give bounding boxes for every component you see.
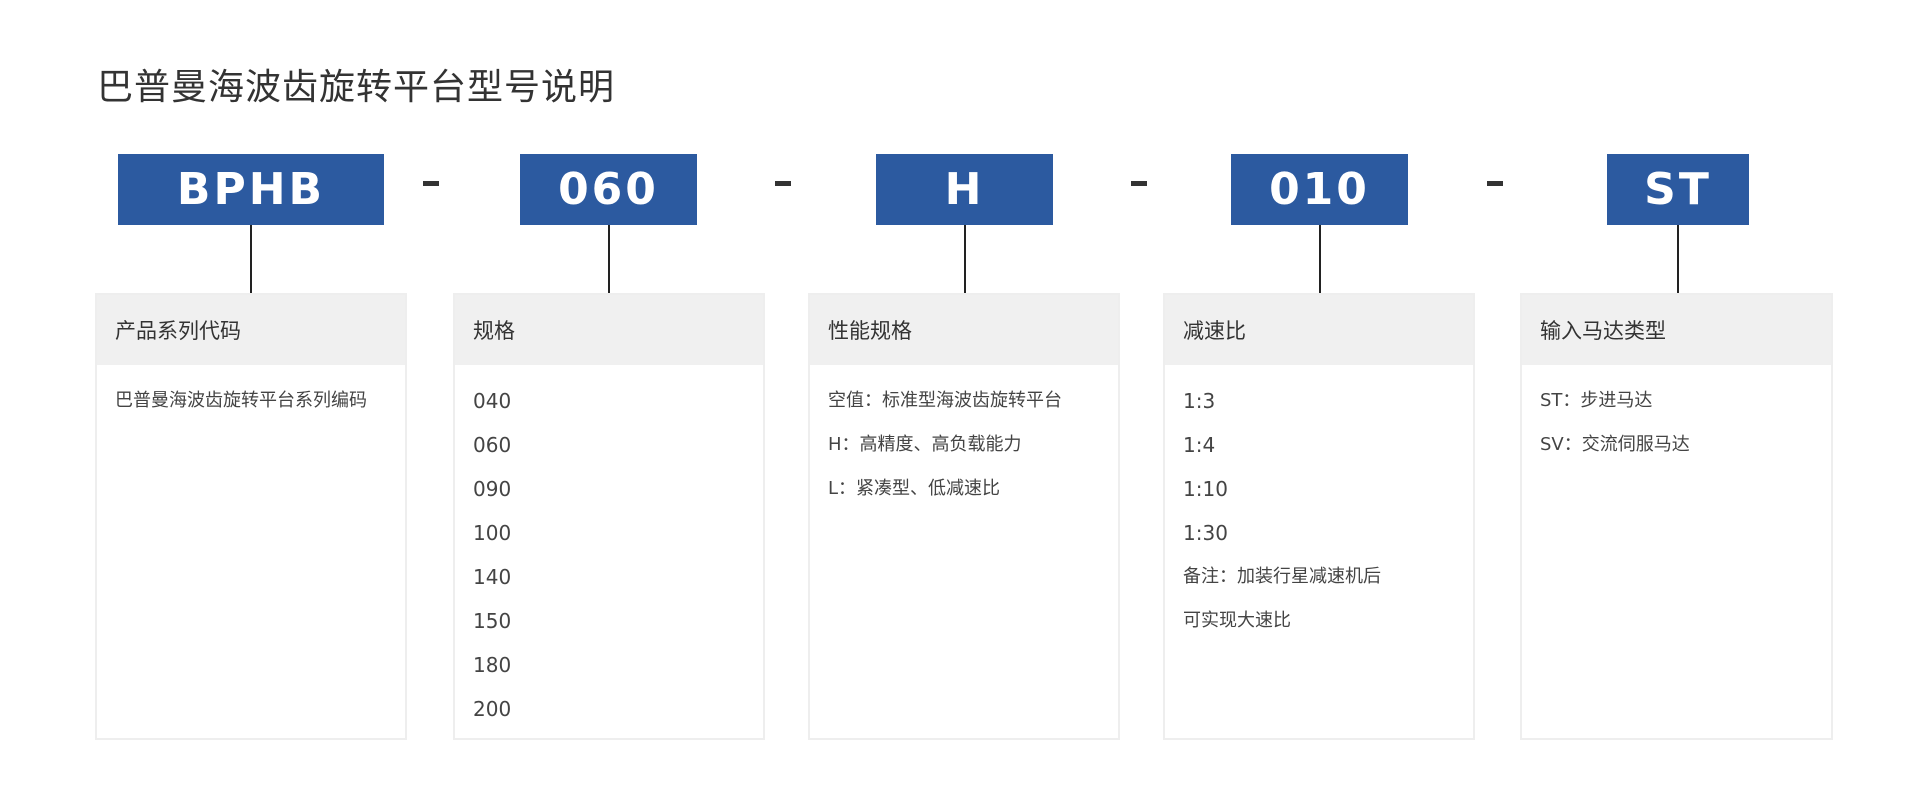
card-motor: 输入马达类型 ST：步进马达 SV：交流伺服马达 bbox=[1520, 293, 1833, 740]
connector-line bbox=[964, 225, 966, 293]
code-box-ratio: 010 bbox=[1231, 154, 1408, 225]
connector-line bbox=[1319, 225, 1321, 293]
list-item: 060 bbox=[473, 433, 512, 457]
card-body: 040 060 090 100 140 150 180 200 bbox=[455, 365, 763, 731]
list-item: 040 bbox=[473, 389, 512, 413]
list-item: 1:4 bbox=[1183, 433, 1216, 457]
list-item: 140 bbox=[473, 565, 512, 589]
code-box-motor: ST bbox=[1607, 154, 1749, 225]
card-header: 性能规格 bbox=[810, 295, 1118, 365]
card-body: 空值：标准型海波齿旋转平台 H：高精度、高负载能力 L：紧凑型、低减速比 bbox=[810, 365, 1118, 511]
list-item: 1:3 bbox=[1183, 389, 1216, 413]
separator-dash bbox=[775, 181, 791, 186]
card-header: 产品系列代码 bbox=[97, 295, 405, 365]
card-body: ST：步进马达 SV：交流伺服马达 bbox=[1522, 365, 1831, 467]
list-item: H：高精度、高负载能力 bbox=[828, 434, 1022, 455]
card-performance: 性能规格 空值：标准型海波齿旋转平台 H：高精度、高负载能力 L：紧凑型、低减速… bbox=[808, 293, 1120, 740]
list-item: 180 bbox=[473, 653, 512, 677]
list-item: 可实现大速比 bbox=[1183, 610, 1291, 631]
list-item: 150 bbox=[473, 609, 512, 633]
list-item: 空值：标准型海波齿旋转平台 bbox=[828, 390, 1062, 411]
page-title: 巴普曼海波齿旋转平台型号说明 bbox=[97, 67, 616, 108]
list-item: 备注：加装行星减速机后 bbox=[1183, 566, 1381, 587]
connector-line bbox=[1677, 225, 1679, 293]
list-item: L：紧凑型、低减速比 bbox=[828, 478, 1001, 499]
card-body: 1:3 1:4 1:10 1:30 备注：加装行星减速机后 可实现大速比 bbox=[1165, 365, 1473, 643]
code-box-performance: H bbox=[876, 154, 1053, 225]
list-item: 1:10 bbox=[1183, 477, 1228, 501]
separator-dash bbox=[1131, 181, 1147, 186]
card-header: 规格 bbox=[455, 295, 763, 365]
list-item: 1:30 bbox=[1183, 521, 1228, 545]
connector-line bbox=[250, 225, 252, 293]
list-item: 200 bbox=[473, 697, 512, 721]
list-item: ST：步进马达 bbox=[1540, 390, 1653, 411]
card-ratio: 减速比 1:3 1:4 1:10 1:30 备注：加装行星减速机后 可实现大速比 bbox=[1163, 293, 1475, 740]
card-header: 减速比 bbox=[1165, 295, 1473, 365]
code-box-series: BPHB bbox=[118, 154, 384, 225]
list-item: 090 bbox=[473, 477, 512, 501]
separator-dash bbox=[1487, 181, 1503, 186]
list-item: 100 bbox=[473, 521, 512, 545]
card-body: 巴普曼海波齿旋转平台系列编码 bbox=[97, 365, 405, 423]
code-box-size: 060 bbox=[520, 154, 697, 225]
card-size: 规格 040 060 090 100 140 150 180 200 bbox=[453, 293, 765, 740]
card-series: 产品系列代码 巴普曼海波齿旋转平台系列编码 bbox=[95, 293, 407, 740]
separator-dash bbox=[423, 181, 439, 186]
list-item: SV：交流伺服马达 bbox=[1540, 434, 1690, 455]
list-item: 巴普曼海波齿旋转平台系列编码 bbox=[115, 390, 367, 411]
card-header: 输入马达类型 bbox=[1522, 295, 1831, 365]
connector-line bbox=[608, 225, 610, 293]
